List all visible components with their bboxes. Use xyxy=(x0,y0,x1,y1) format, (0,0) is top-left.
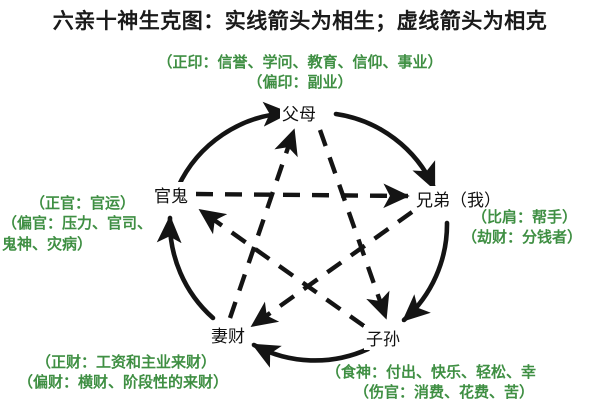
annotation-bottom-right-line1: （食神：付出、快乐、轻松、幸 xyxy=(326,363,537,381)
dashed-officer-to-brother xyxy=(195,183,410,209)
annotation-bottom-right-line2: （伤官：消费、花费、苦） xyxy=(354,383,535,402)
arc-children-to-wife xyxy=(251,342,371,368)
annotation-bottom-right: （食神：付出、快乐、轻松、幸 （伤官：消费、花费、苦） xyxy=(326,362,536,403)
arc-brother-to-children xyxy=(401,220,450,323)
node-children: 子孙 xyxy=(364,325,402,350)
dashed-wife-to-parents xyxy=(227,128,298,319)
annotation-left: （正官：官运） （偏官：压力、官司、 鬼神、灾病） xyxy=(2,193,152,254)
annotation-left-line3: 鬼神、灾病） xyxy=(2,234,93,253)
annotation-bottom-left-line1: （正财：工资和主业来财） xyxy=(36,353,217,371)
dashed-children-to-officer xyxy=(198,208,366,328)
annotation-right-line2: （劫财：分钱者） xyxy=(462,228,583,247)
annotation-top-line1: （正印：信誉、学问、教育、信仰、事业） xyxy=(157,53,443,71)
annotation-top-line2: （偏印：副业） xyxy=(247,73,353,92)
annotation-bottom-left: （正财：工资和主业来财） （偏财：横财、阶段性的来财） xyxy=(18,352,228,393)
page-title: 六亲十神生克图：实线箭头为相生；虚线箭头为相克 xyxy=(52,9,548,33)
annotation-bottom-left-line2: （偏财：横财、阶段性的来财） xyxy=(18,373,229,392)
annotation-left-line1: （正官：官运） xyxy=(30,194,136,212)
annotation-right: （比肩：帮手） （劫财：分钱者） xyxy=(462,207,582,248)
arc-parents-to-brother xyxy=(333,111,437,191)
annotation-left-line2: （偏官：压力、官司、 xyxy=(2,214,153,233)
dashed-parents-to-children xyxy=(317,129,390,320)
node-brother: 兄弟（我） xyxy=(414,186,503,211)
annotation-top: （正印：信誉、学问、教育、信仰、事业） （偏印：副业） xyxy=(0,52,600,93)
node-parents: 父母 xyxy=(280,100,318,125)
arc-officer-to-parents xyxy=(175,101,291,190)
arc-wife-to-officer xyxy=(156,215,216,321)
node-wife-wealth: 妻财 xyxy=(209,322,247,347)
node-officer-ghost: 官鬼 xyxy=(152,182,190,207)
annotation-right-line1: （比肩：帮手） xyxy=(472,208,578,226)
dashed-brother-to-wife xyxy=(250,210,414,328)
